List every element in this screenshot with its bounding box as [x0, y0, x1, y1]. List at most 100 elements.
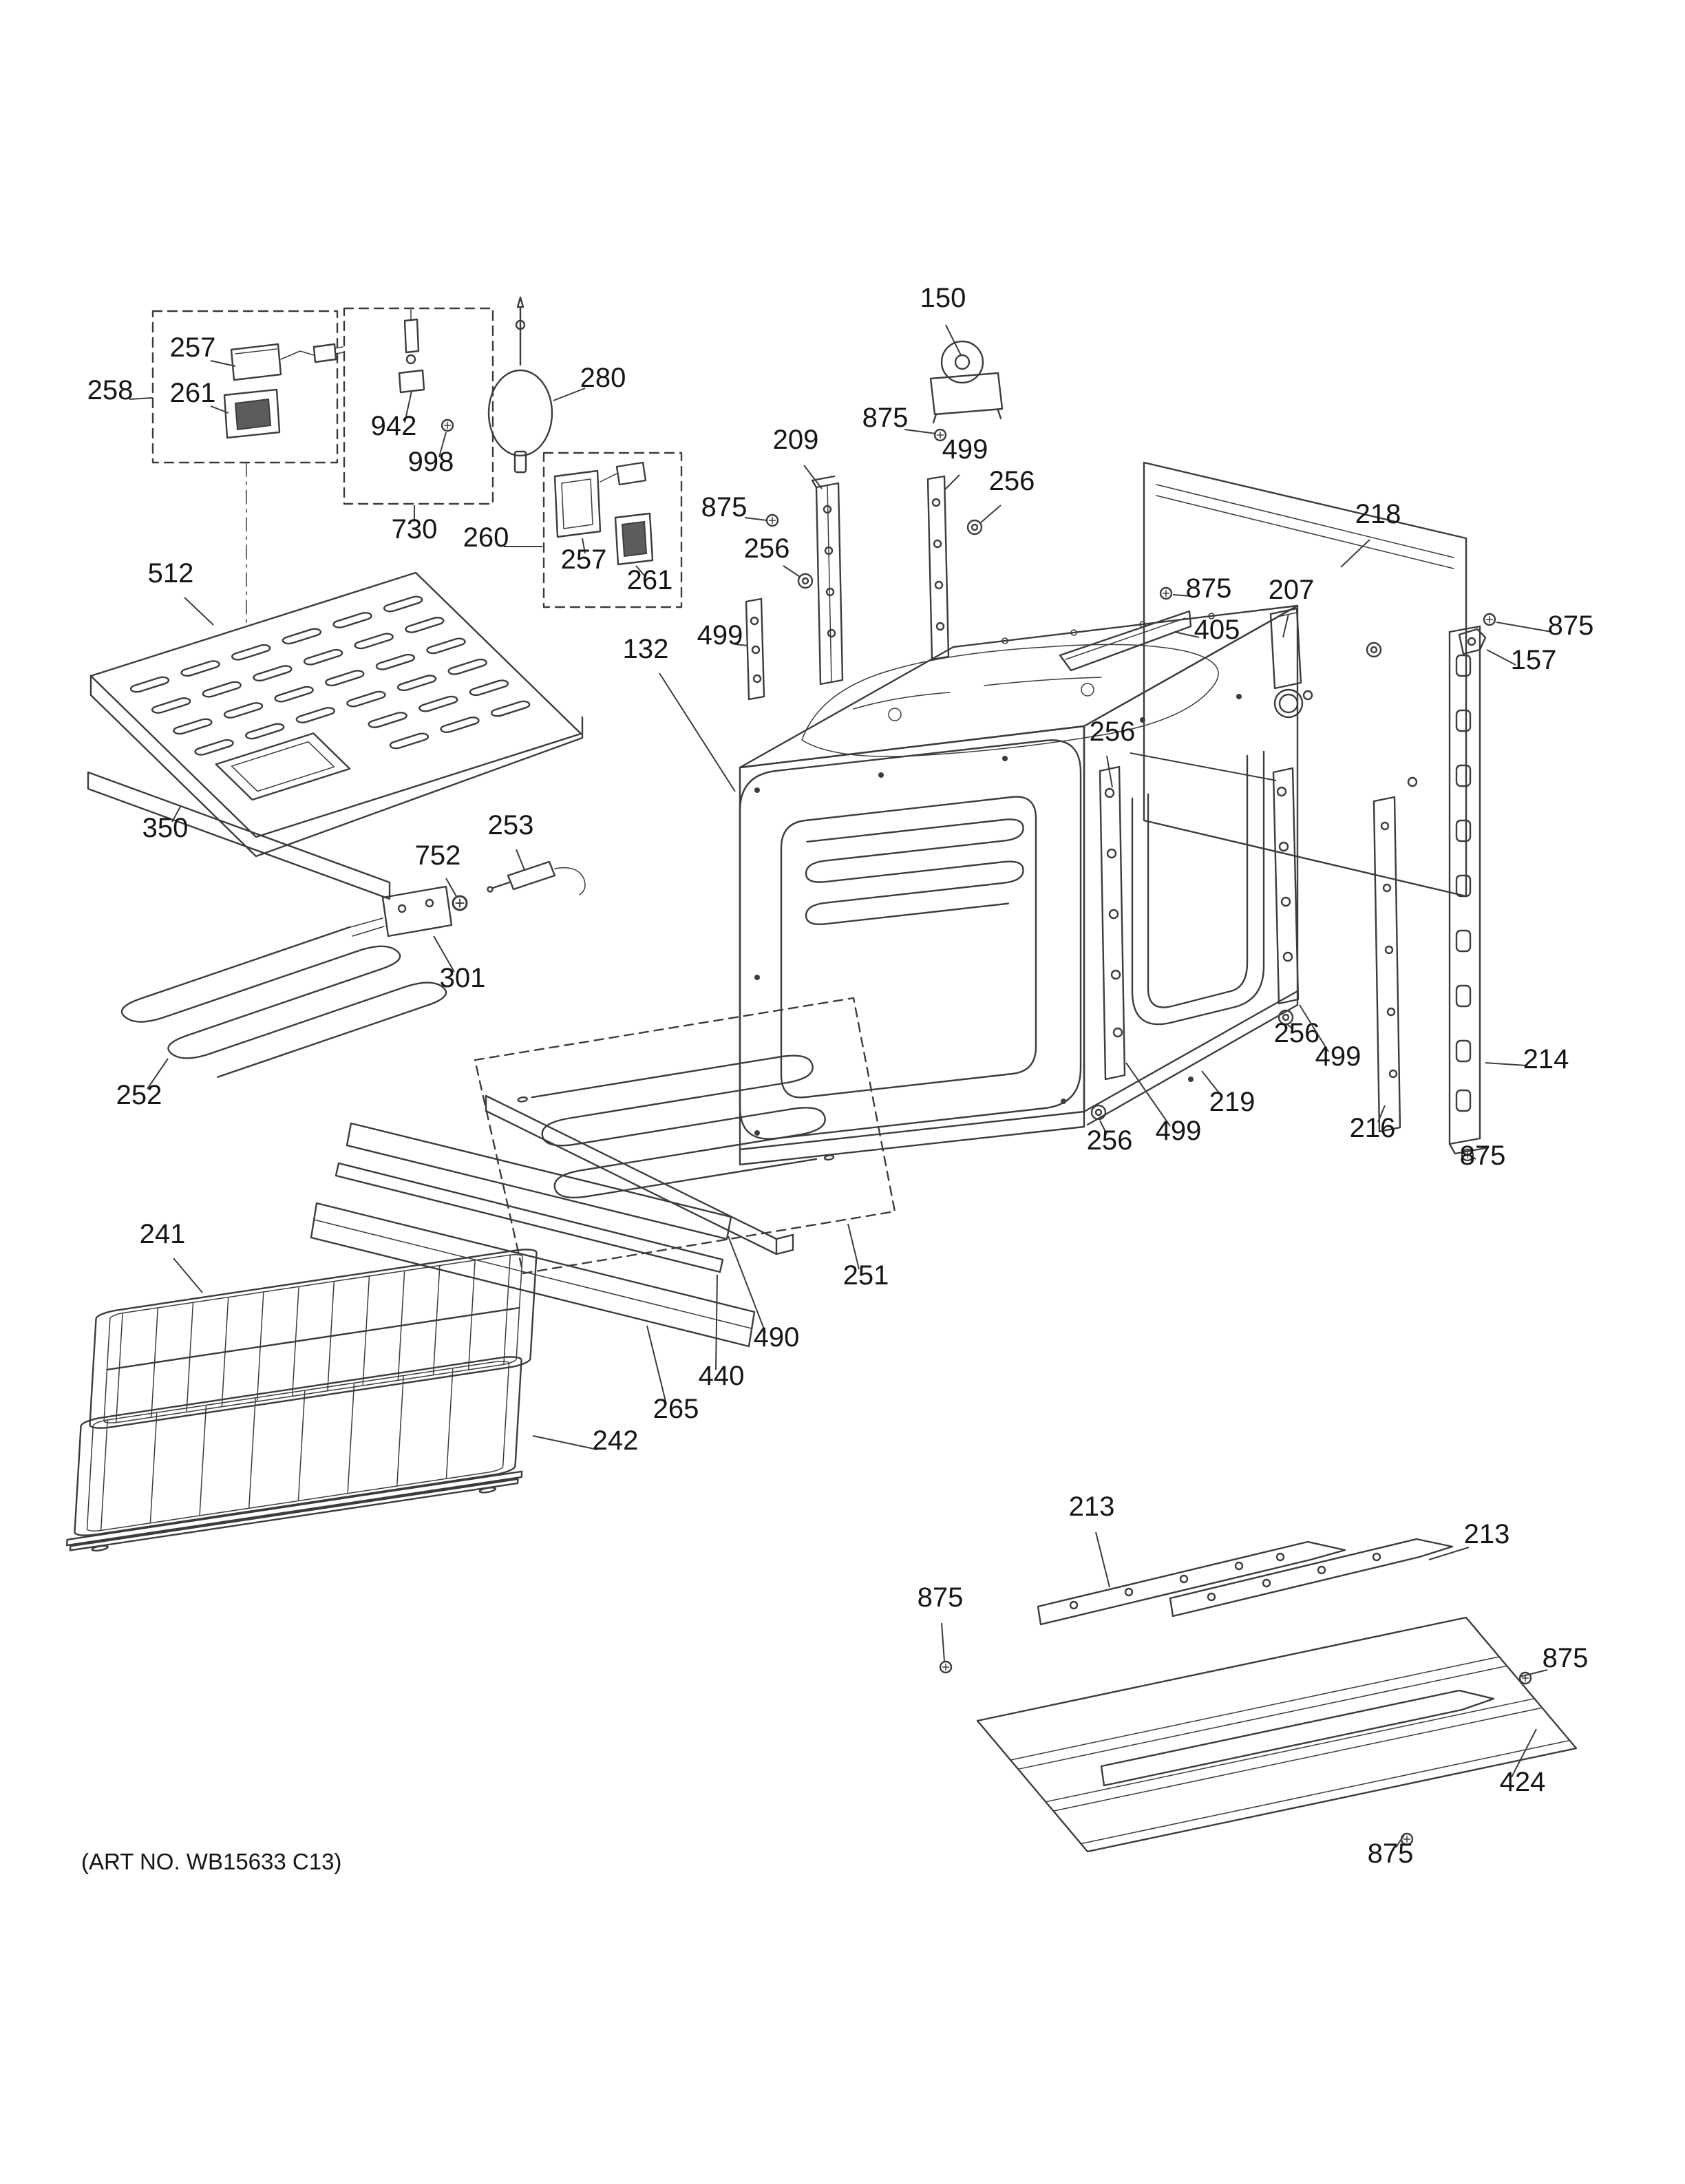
callout-251: 251 — [843, 1223, 889, 1291]
part-label-219: 219 — [1209, 1087, 1255, 1117]
cavity-element — [806, 818, 1024, 926]
part-label-490: 490 — [754, 1322, 800, 1353]
callout-730: 730 — [392, 505, 437, 544]
leader-line — [1519, 1669, 1548, 1677]
leader-line — [171, 806, 181, 823]
front-frame-132 — [739, 739, 1082, 1140]
roller — [480, 1487, 496, 1494]
leader-line — [803, 465, 823, 489]
callout-132: 132 — [623, 634, 736, 792]
leader-line — [1340, 539, 1370, 568]
part-label-256: 256 — [1090, 717, 1136, 747]
leader-line — [783, 565, 801, 577]
side-channel-214 — [1448, 625, 1487, 1155]
leader-line — [1106, 755, 1113, 788]
callout-405: 405 — [1174, 615, 1240, 645]
part-label-752: 752 — [415, 840, 461, 871]
rail-213-left — [1037, 1540, 1346, 1626]
part-label-265: 265 — [653, 1394, 699, 1424]
part-label-261: 261 — [170, 378, 216, 408]
cross-rail — [1100, 1689, 1495, 1787]
part-label-875: 875 — [1186, 573, 1232, 604]
part-label-942: 942 — [371, 411, 417, 441]
part-label-499: 499 — [697, 620, 743, 650]
leader-line — [1201, 1070, 1223, 1098]
callout-253: 253 — [488, 810, 533, 871]
ignitor-bracket — [398, 369, 425, 394]
callout-258: 258 — [87, 375, 153, 405]
rack-wire — [298, 1391, 304, 1500]
callout-256: 256 — [979, 466, 1035, 524]
callout-256: 256 — [1087, 1120, 1132, 1156]
callout-301: 301 — [433, 935, 485, 993]
vent-slot — [403, 616, 446, 633]
vent-slot — [230, 644, 273, 661]
leader-line — [1377, 1105, 1386, 1123]
callout-213: 213 — [1069, 1492, 1114, 1588]
vent-slot — [201, 681, 244, 698]
leader-line — [1099, 1120, 1108, 1135]
part-label-242: 242 — [593, 1425, 639, 1456]
leader-line — [516, 849, 525, 871]
side-tube-element — [1131, 750, 1265, 1026]
broil-assembly-251 — [474, 997, 896, 1275]
part-label-875: 875 — [1460, 1141, 1506, 1171]
rack-wire — [397, 1377, 403, 1485]
leader-line — [635, 565, 645, 576]
bracket-209 — [811, 475, 844, 686]
vent-slot — [193, 739, 235, 756]
part-label-499: 499 — [942, 434, 988, 465]
vent-panel-512 — [91, 573, 581, 837]
callout-261: 261 — [627, 565, 673, 595]
leader-line — [979, 505, 1002, 524]
leader-line — [734, 644, 748, 646]
callout-216: 216 — [1350, 1105, 1395, 1143]
callout-499: 499 — [1299, 1004, 1361, 1072]
bake-element-252 — [114, 923, 454, 1081]
leader-line — [433, 935, 455, 973]
callout-875: 875 — [1519, 1643, 1588, 1677]
part-label-440: 440 — [699, 1361, 745, 1391]
leader-line — [1511, 1728, 1537, 1778]
callout-875: 875 — [918, 1582, 963, 1662]
leader-line — [404, 390, 412, 423]
connector — [615, 461, 647, 486]
vent-slot — [366, 711, 409, 728]
sensor-wire — [554, 867, 586, 895]
vent-slot — [425, 637, 467, 655]
rack-wire — [249, 1399, 255, 1507]
callout-256: 256 — [1274, 1018, 1320, 1048]
part-label-424: 424 — [1500, 1767, 1546, 1797]
callout-207: 207 — [1269, 575, 1315, 638]
module-261 — [223, 388, 281, 439]
part-label-209: 209 — [773, 425, 819, 455]
leader-line — [184, 597, 214, 626]
leader-line — [210, 360, 236, 367]
leader-line — [1125, 1062, 1171, 1127]
part-label-157: 157 — [1511, 645, 1557, 675]
callout-875: 875 — [1496, 611, 1593, 641]
part-label-280: 280 — [580, 363, 626, 393]
callout-998: 998 — [408, 432, 454, 477]
callout-218: 218 — [1340, 499, 1401, 568]
module-box-730 — [343, 307, 494, 505]
callout-752: 752 — [415, 840, 461, 898]
vent-slot — [388, 732, 431, 750]
duct-405 — [1059, 610, 1192, 672]
vent-slot — [417, 695, 460, 712]
part-label-207: 207 — [1269, 575, 1315, 605]
leader-line — [1299, 1004, 1329, 1052]
rack-wire — [447, 1369, 453, 1478]
part-label-256: 256 — [744, 533, 790, 564]
sensor-253 — [487, 860, 586, 895]
leader-line — [945, 324, 962, 356]
vent-slot — [150, 697, 193, 714]
part-label-260: 260 — [463, 522, 509, 553]
vent-slot — [468, 679, 511, 697]
leader-line — [210, 405, 229, 414]
callout-256: 256 — [1090, 717, 1277, 788]
art-number: (ART NO. WB15633 C13) — [81, 1849, 341, 1874]
part-label-251: 251 — [843, 1260, 889, 1291]
vent-slot — [396, 675, 438, 692]
